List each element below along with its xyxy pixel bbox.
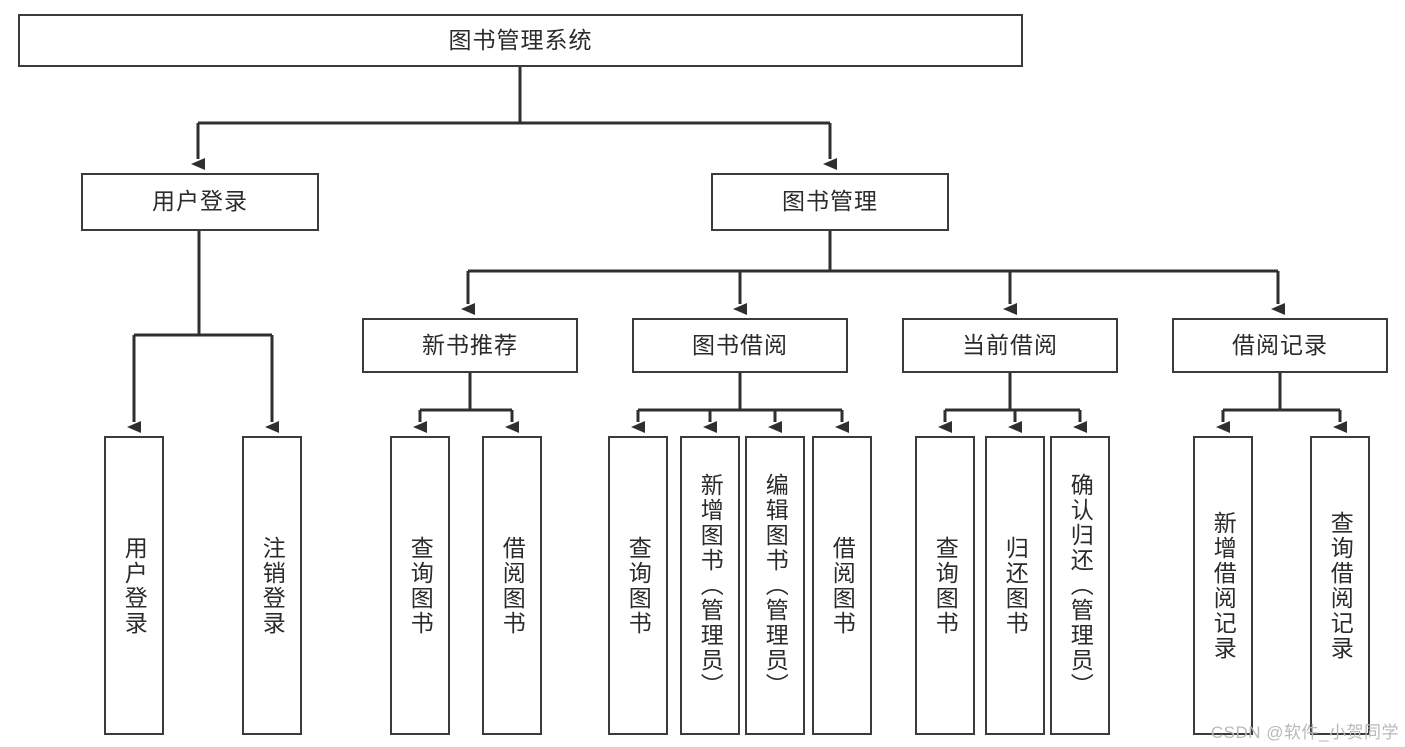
- node-user-login[interactable]: 用户登录: [81, 173, 319, 231]
- watermark-text: CSDN @软件_小贺同学: [1210, 723, 1399, 742]
- node-leaf-query-record-label: 查询借阅记录: [1327, 510, 1354, 661]
- node-leaf-query-book-1[interactable]: 查询图书: [390, 436, 450, 735]
- node-leaf-logout[interactable]: 注销登录: [242, 436, 302, 735]
- node-leaf-query-book-3[interactable]: 查询图书: [915, 436, 975, 735]
- node-leaf-return-book[interactable]: 归还图书: [985, 436, 1045, 735]
- node-borrow-record[interactable]: 借阅记录: [1172, 318, 1388, 373]
- node-leaf-add-record-label: 新增借阅记录: [1210, 510, 1237, 661]
- node-leaf-borrow-book-1[interactable]: 借阅图书: [482, 436, 542, 735]
- node-leaf-query-book-2-label: 查询图书: [625, 535, 652, 636]
- node-book-borrow-label: 图书借阅: [692, 331, 788, 358]
- node-root[interactable]: 图书管理系统: [18, 14, 1023, 67]
- node-new-book-rec[interactable]: 新书推荐: [362, 318, 578, 373]
- node-root-label: 图书管理系统: [448, 26, 593, 53]
- node-leaf-borrow-book-2[interactable]: 借阅图书: [812, 436, 872, 735]
- node-leaf-edit-book[interactable]: 编辑图书（管理员）: [745, 436, 805, 735]
- node-leaf-logout-label: 注销登录: [259, 535, 286, 636]
- node-book-manage-label: 图书管理: [782, 188, 878, 215]
- node-borrow-record-label: 借阅记录: [1232, 331, 1328, 358]
- node-leaf-return-book-label: 归还图书: [1002, 535, 1029, 636]
- node-leaf-query-book-2[interactable]: 查询图书: [608, 436, 668, 735]
- node-leaf-query-book-1-label: 查询图书: [407, 535, 434, 636]
- node-leaf-user-login[interactable]: 用户登录: [104, 436, 164, 735]
- node-leaf-edit-book-label: 编辑图书（管理员）: [762, 473, 789, 698]
- node-leaf-query-book-3-label: 查询图书: [932, 535, 959, 636]
- node-current-borrow[interactable]: 当前借阅: [902, 318, 1118, 373]
- node-leaf-add-book[interactable]: 新增图书（管理员）: [680, 436, 740, 735]
- node-leaf-add-book-label: 新增图书（管理员）: [697, 473, 724, 698]
- node-leaf-user-login-label: 用户登录: [121, 535, 148, 636]
- node-leaf-confirm-return[interactable]: 确认归还（管理员）: [1050, 436, 1110, 735]
- node-book-borrow[interactable]: 图书借阅: [632, 318, 848, 373]
- node-leaf-add-record[interactable]: 新增借阅记录: [1193, 436, 1253, 735]
- node-leaf-borrow-book-1-label: 借阅图书: [499, 535, 526, 636]
- node-current-borrow-label: 当前借阅: [962, 331, 1058, 358]
- node-new-book-rec-label: 新书推荐: [422, 331, 518, 358]
- node-leaf-query-record[interactable]: 查询借阅记录: [1310, 436, 1370, 735]
- node-user-login-label: 用户登录: [152, 188, 248, 215]
- node-leaf-borrow-book-2-label: 借阅图书: [829, 535, 856, 636]
- node-book-manage[interactable]: 图书管理: [711, 173, 949, 231]
- node-leaf-confirm-return-label: 确认归还（管理员）: [1067, 473, 1094, 698]
